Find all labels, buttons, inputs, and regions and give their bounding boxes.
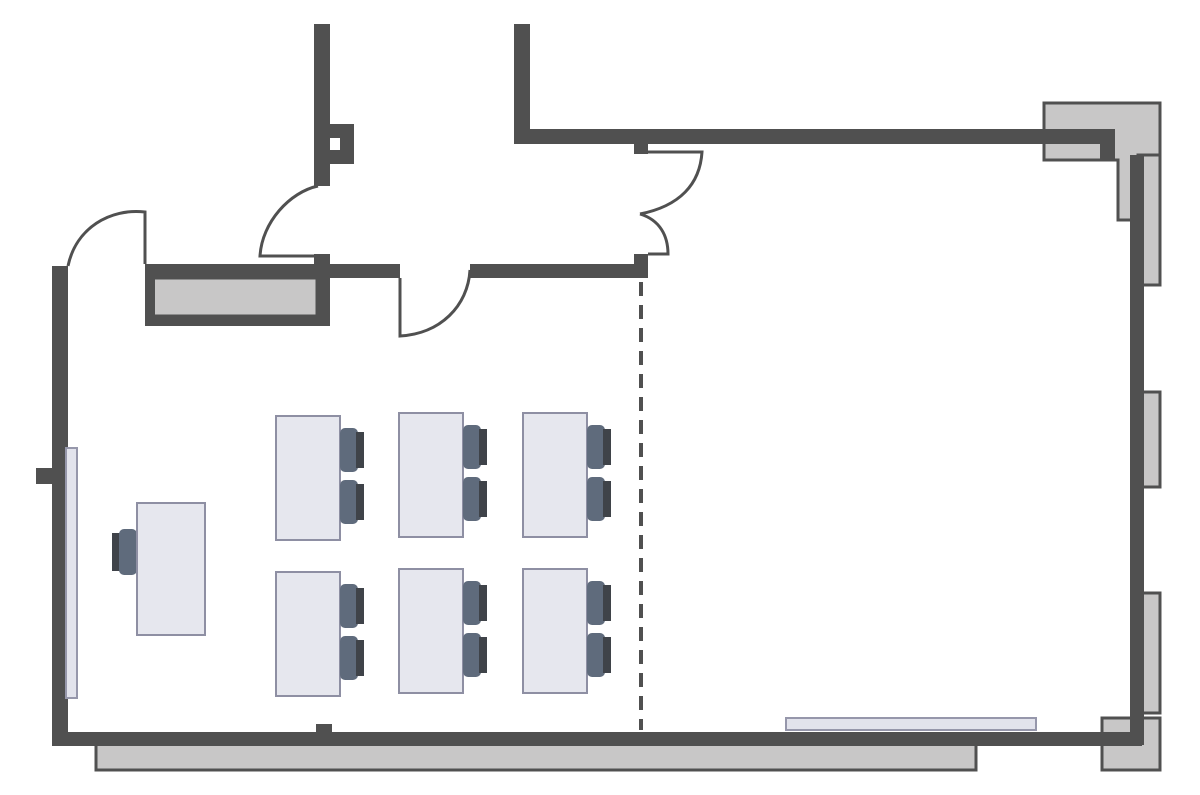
chair-back [479, 585, 487, 621]
chair-seat [340, 480, 358, 524]
chair-seat [340, 428, 358, 472]
chair-seat [340, 584, 358, 628]
student-desks [275, 412, 611, 697]
cabinet-frame-right [316, 264, 330, 326]
chair-seat [587, 633, 605, 677]
chair-back [603, 585, 611, 621]
corridor-right-wall [514, 24, 530, 144]
student-desk [522, 412, 588, 538]
left-wall-stub [36, 468, 54, 484]
bottom-wall [52, 732, 1142, 746]
boards [65, 447, 1037, 731]
door-jamb-top [634, 144, 648, 154]
door-classroom [398, 269, 472, 338]
bottom-post [316, 724, 332, 736]
teacher-chair-seat [119, 529, 137, 575]
exterior-fixtures [94, 101, 1162, 772]
chair-back [603, 481, 611, 517]
corridor-left-notch [314, 124, 354, 164]
student-desk [275, 415, 341, 541]
chair-seat [463, 633, 481, 677]
chair-seat [463, 425, 481, 469]
student-desk [522, 568, 588, 694]
cabinet-frame-left [145, 264, 155, 326]
chair-back [479, 429, 487, 465]
doors [66, 150, 704, 338]
left-wall [52, 266, 68, 746]
chair-back [356, 588, 364, 624]
chair-back [356, 432, 364, 468]
whiteboard-bottom [785, 717, 1037, 731]
chair-seat [587, 477, 605, 521]
door-corridor-swing [258, 184, 330, 258]
door-double-lower [639, 212, 670, 256]
chair-back [603, 429, 611, 465]
student-desk [275, 571, 341, 697]
chair-back [479, 637, 487, 673]
teacher-desk [136, 502, 206, 636]
door-left-entrance [66, 210, 147, 267]
student-desk [398, 568, 464, 694]
chair-seat [587, 581, 605, 625]
chair-back [479, 481, 487, 517]
top-wall-end [1100, 129, 1115, 161]
walls [36, 24, 1144, 746]
inner-wall-mid [330, 264, 400, 278]
chair-seat [463, 477, 481, 521]
chair-seat [340, 636, 358, 680]
student-desk [398, 412, 464, 538]
chair-back [603, 637, 611, 673]
inner-wall-right [470, 264, 648, 278]
door-jamb-bottom [634, 254, 648, 276]
chair-seat [463, 581, 481, 625]
whiteboard-left [65, 447, 78, 699]
top-wall [514, 129, 1104, 144]
cabinet-frame-bottom [145, 315, 330, 326]
teacher-station [112, 502, 206, 636]
inner-wall-left [145, 264, 329, 278]
door-double-upper [639, 150, 704, 216]
storage-cabinet [151, 276, 319, 318]
right-wall [1130, 155, 1144, 745]
chair-back [356, 484, 364, 520]
chair-back [356, 640, 364, 676]
chair-seat [587, 425, 605, 469]
teacher-chair-back [112, 533, 120, 571]
